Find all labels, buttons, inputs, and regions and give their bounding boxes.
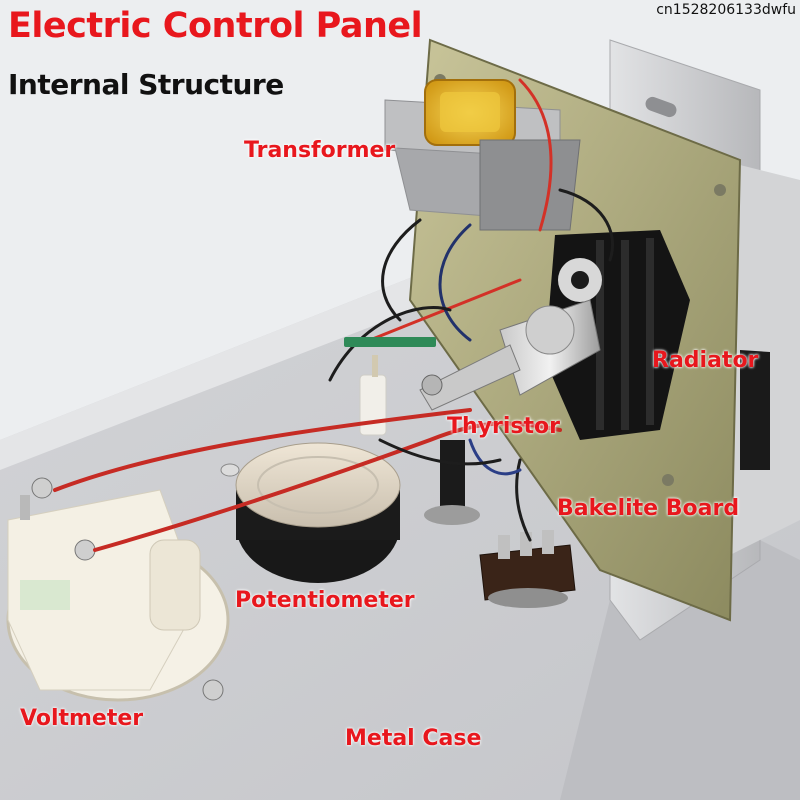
label-transformer: Transformer bbox=[244, 138, 396, 163]
label-radiator: Radiator bbox=[652, 348, 759, 373]
label-potentiometer: Potentiometer bbox=[235, 588, 415, 613]
radiator-shape bbox=[545, 230, 690, 440]
watermark-text: cn1528206133dwfu bbox=[656, 2, 796, 18]
label-metal-case: Metal Case bbox=[345, 726, 482, 751]
transformer-shape bbox=[384, 79, 581, 231]
switch-shape bbox=[479, 530, 576, 608]
label-bakelite-board: Bakelite Board bbox=[557, 496, 740, 521]
thyristor-shape bbox=[419, 299, 601, 525]
voltmeter-shape bbox=[6, 477, 230, 702]
watermark-strip: ​ bbox=[344, 337, 436, 347]
page-subtitle: Internal Structure bbox=[8, 68, 284, 101]
wires bbox=[53, 78, 615, 552]
page-title: Electric Control Panel bbox=[8, 6, 423, 46]
label-thyristor: Thyristor bbox=[447, 414, 560, 439]
label-voltmeter: Voltmeter bbox=[20, 706, 144, 731]
